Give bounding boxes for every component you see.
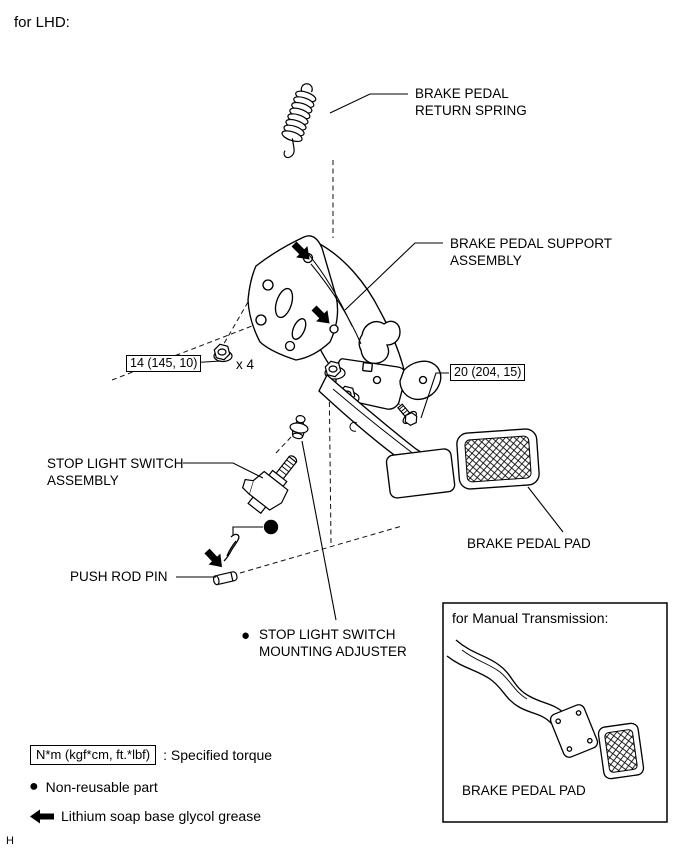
non-reusable-dot-icon: ● bbox=[29, 778, 39, 795]
manual-transmission-inset bbox=[442, 602, 668, 823]
support-bolt-icon bbox=[397, 403, 418, 427]
label-adjuster-line1: STOP LIGHT SWITCH bbox=[259, 627, 396, 642]
label-switch-line2: ASSEMBLY bbox=[47, 473, 119, 488]
label-switch-line1: STOP LIGHT SWITCH bbox=[47, 456, 184, 471]
legend-grease: Lithium soap base glycol grease bbox=[30, 808, 261, 824]
torque-spec-20: 20 (204, 15) bbox=[450, 364, 526, 381]
support-bracket-drawing bbox=[247, 235, 442, 410]
label-brake-pedal-pad: BRAKE PEDAL PAD bbox=[467, 536, 591, 551]
grease-arrow-icon bbox=[30, 809, 54, 823]
legend-grease-text: Lithium soap base glycol grease bbox=[61, 808, 262, 824]
mounting-adjuster-drawing bbox=[289, 415, 309, 440]
torque-14-quantity: x 4 bbox=[236, 357, 255, 372]
push-rod-pin-drawing bbox=[212, 571, 238, 586]
clip-drawing bbox=[223, 533, 240, 562]
grease-arrow-icons bbox=[204, 241, 330, 568]
page-marker: H bbox=[6, 835, 14, 847]
return-spring-drawing bbox=[281, 83, 317, 159]
grease-arrow-icon bbox=[291, 241, 310, 260]
grease-arrow-icon bbox=[311, 305, 330, 324]
inset-title: for Manual Transmission: bbox=[452, 610, 609, 626]
legend-torque-desc: : Specified torque bbox=[163, 747, 273, 763]
label-push-rod-pin: PUSH ROD PIN bbox=[70, 569, 168, 584]
label-adjuster-line2: MOUNTING ADJUSTER bbox=[259, 644, 407, 659]
legend-specified-torque: N*m (kgf*cm, ft.*lbf) : Specified torque bbox=[30, 745, 272, 765]
inset-pad-label: BRAKE PEDAL PAD bbox=[462, 783, 586, 798]
grease-arrow-icon bbox=[204, 548, 223, 568]
inset-pedal-pad-drawing bbox=[597, 722, 645, 780]
torque-symbol-box: N*m (kgf*cm, ft.*lbf) bbox=[30, 745, 157, 765]
non-reusable-dot-icon: ● bbox=[241, 627, 251, 644]
non-reusable-dot-icon bbox=[263, 519, 279, 535]
label-return-spring-line1: BRAKE PEDAL bbox=[415, 86, 509, 101]
label-support-line1: BRAKE PEDAL SUPPORT bbox=[450, 236, 613, 251]
variant-note: for LHD: bbox=[14, 14, 70, 31]
pedal-arm-drawing bbox=[318, 373, 456, 499]
label-return-spring-line2: RETURN SPRING bbox=[415, 103, 527, 118]
legend-non-reusable: ● Non-reusable part bbox=[29, 778, 158, 796]
legend-non-reusable-text: Non-reusable part bbox=[45, 779, 158, 795]
label-support-line2: ASSEMBLY bbox=[450, 253, 522, 268]
non-reusable-dot-leader bbox=[232, 526, 263, 536]
brake-pedal-pad-drawing bbox=[456, 428, 540, 490]
torque-spec-14: 14 (145, 10) bbox=[126, 355, 202, 372]
stop-light-switch-drawing bbox=[241, 455, 298, 515]
mounting-nut-icon bbox=[213, 343, 233, 363]
